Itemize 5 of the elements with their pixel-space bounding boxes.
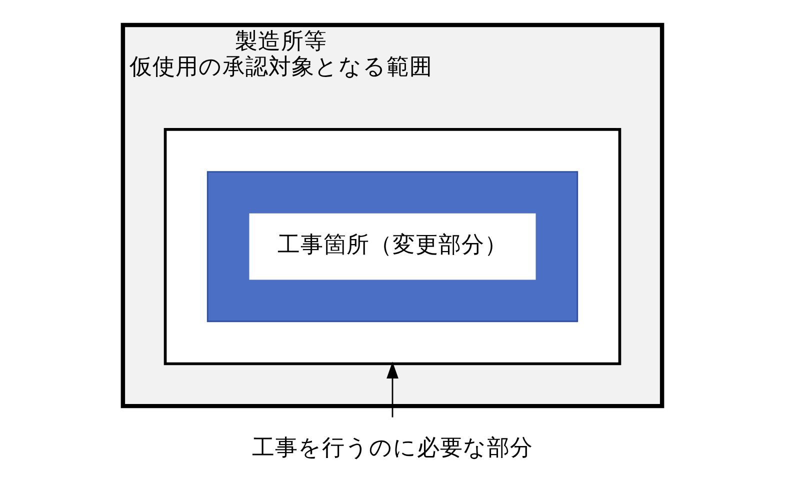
cluster bbox=[164, 128, 622, 366]
cluster bbox=[206, 171, 578, 322]
arrow bbox=[386, 362, 398, 418]
node-text: 工事を行うのに必要な部分 bbox=[252, 435, 533, 462]
node-box: 工事箇所（変更部分） bbox=[249, 213, 536, 280]
